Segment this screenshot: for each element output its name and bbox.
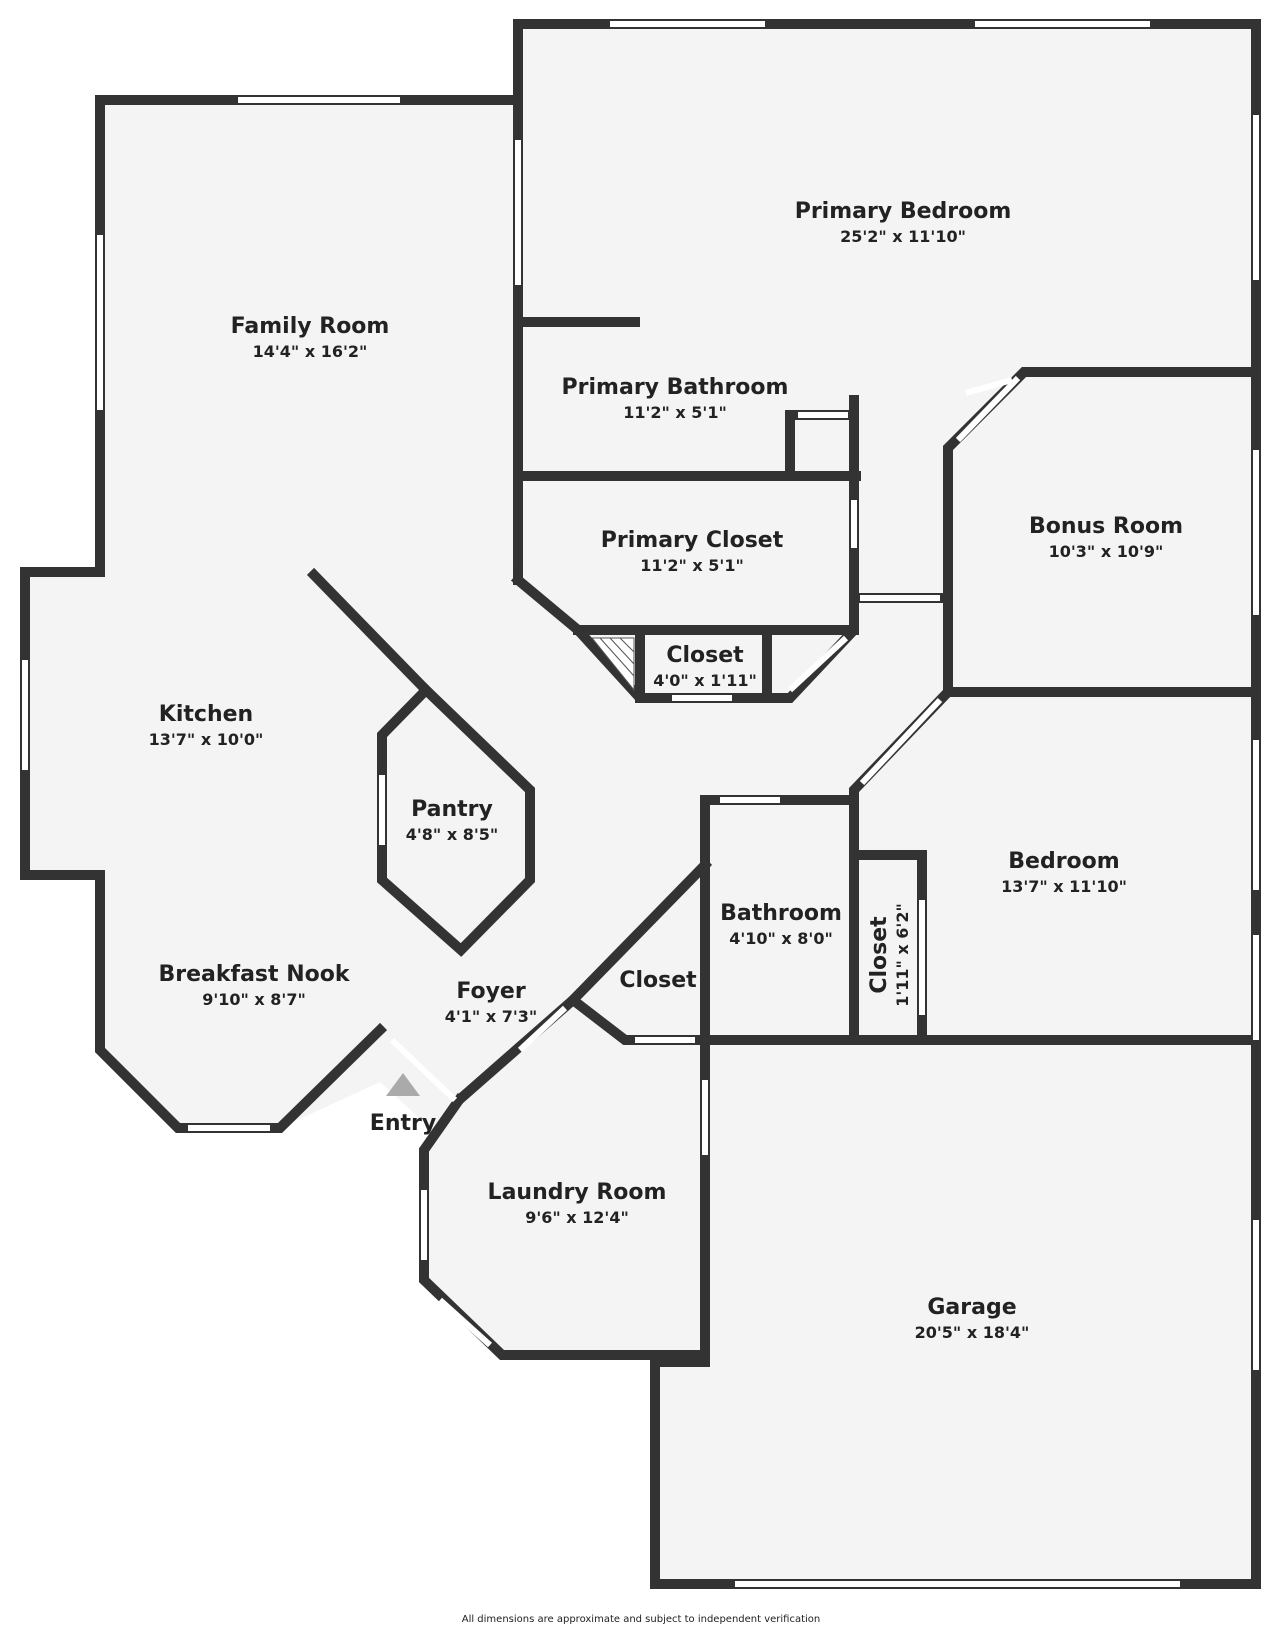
- windows: [22, 21, 1259, 1587]
- bedroom-dims: 13'7" x 11'10": [1001, 877, 1127, 896]
- bathroom-name: Bathroom: [720, 901, 842, 926]
- breakfast-nook-name: Breakfast Nook: [159, 962, 351, 987]
- garage-dims: 20'5" x 18'4": [915, 1323, 1030, 1342]
- foyer-name: Foyer: [456, 979, 526, 1004]
- primary-bathroom-dims: 11'2" x 5'1": [623, 403, 727, 422]
- kitchen-name: Kitchen: [159, 702, 253, 727]
- pantry-dims: 4'8" x 8'5": [406, 825, 498, 844]
- entry-arrow-icon: [386, 1073, 420, 1096]
- walls: [20, 19, 1261, 1589]
- closet-bedroom-dims: 1'11" x 6'2": [893, 903, 912, 1007]
- laundry-room-dims: 9'6" x 12'4": [525, 1208, 629, 1227]
- bathroom-dims: 4'10" x 8'0": [729, 929, 833, 948]
- pantry-name: Pantry: [411, 797, 493, 822]
- closet-foyer-name: Closet: [619, 968, 697, 993]
- primary-bedroom-dims: 25'2" x 11'10": [840, 227, 966, 246]
- floor-area: [25, 24, 1256, 1584]
- foyer-dims: 4'1" x 7'3": [445, 1007, 537, 1026]
- family-room-dims: 14'4" x 16'2": [253, 342, 368, 361]
- entry-label: Entry: [370, 1111, 436, 1136]
- breakfast-nook-dims: 9'10" x 8'7": [202, 990, 306, 1009]
- bonus-room-name: Bonus Room: [1029, 514, 1183, 539]
- primary-closet-dims: 11'2" x 5'1": [640, 556, 744, 575]
- primary-bathroom-name: Primary Bathroom: [562, 375, 789, 400]
- garage-name: Garage: [927, 1295, 1016, 1320]
- bonus-room-dims: 10'3" x 10'9": [1049, 542, 1164, 561]
- closet-small-name: Closet: [666, 643, 744, 668]
- kitchen-dims: 13'7" x 10'0": [149, 730, 264, 749]
- bedroom-name: Bedroom: [1008, 849, 1119, 874]
- primary-bedroom-name: Primary Bedroom: [795, 199, 1012, 224]
- closet-bedroom-name: Closet: [867, 916, 892, 994]
- footer-note: All dimensions are approximate and subje…: [462, 1614, 821, 1625]
- laundry-room-name: Laundry Room: [488, 1180, 667, 1205]
- family-room-name: Family Room: [231, 314, 390, 339]
- primary-closet-name: Primary Closet: [601, 528, 784, 553]
- hatched-area: [590, 637, 635, 692]
- closet-small-dims: 4'0" x 1'11": [653, 671, 757, 690]
- room-labels: Primary Bedroom 25'2" x 11'10" Family Ro…: [149, 199, 1183, 1342]
